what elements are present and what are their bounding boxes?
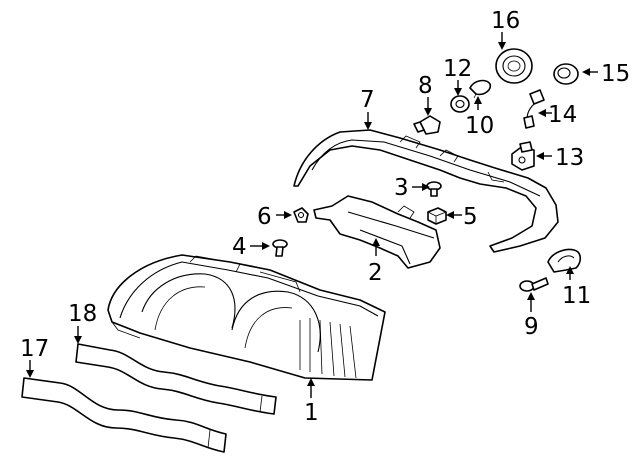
part-6-nut-clip [293, 207, 309, 223]
callout-17: 17 [20, 336, 49, 362]
callout-18: 18 [68, 301, 97, 327]
part-10-bulb [469, 79, 492, 99]
part-7-mounting-trim [293, 129, 559, 253]
part-4-bolt [272, 239, 288, 257]
part-3-screw [426, 181, 442, 197]
part-5-clip [427, 207, 447, 225]
part-2-ballast-bracket [313, 195, 441, 269]
callout-11: 11 [562, 283, 591, 309]
callout-6: 6 [257, 204, 272, 230]
part-16-seal-ring [495, 48, 533, 84]
callout-8: 8 [418, 73, 433, 99]
part-9-bulb [519, 277, 549, 292]
callout-14: 14 [548, 102, 577, 128]
part-17-trim-strip [21, 377, 227, 453]
part-8-bulb [413, 115, 441, 135]
part-15-cap [553, 63, 579, 85]
callout-1: 1 [304, 400, 319, 426]
callout-10: 10 [465, 113, 494, 139]
callout-3: 3 [394, 175, 409, 201]
part-12-socket [450, 95, 470, 113]
part-11-bulb-holder [547, 248, 582, 273]
callout-5: 5 [463, 204, 478, 230]
leader-lines [26, 32, 598, 398]
callout-13: 13 [555, 145, 584, 171]
part-18-trim-strip [75, 343, 277, 415]
callout-15: 15 [601, 61, 630, 87]
callout-7: 7 [360, 87, 375, 113]
callout-16: 16 [491, 8, 520, 34]
callout-12: 12 [443, 56, 472, 82]
callout-9: 9 [524, 314, 539, 340]
callout-4: 4 [232, 234, 247, 260]
part-1-headlight-housing [107, 254, 386, 381]
part-14-wiring-connector [523, 89, 545, 129]
callout-2: 2 [368, 260, 383, 286]
part-13-bulb-socket [511, 141, 535, 171]
callout-labels: 1 2 3 4 5 6 7 8 9 10 11 12 13 14 15 16 1… [20, 8, 630, 426]
